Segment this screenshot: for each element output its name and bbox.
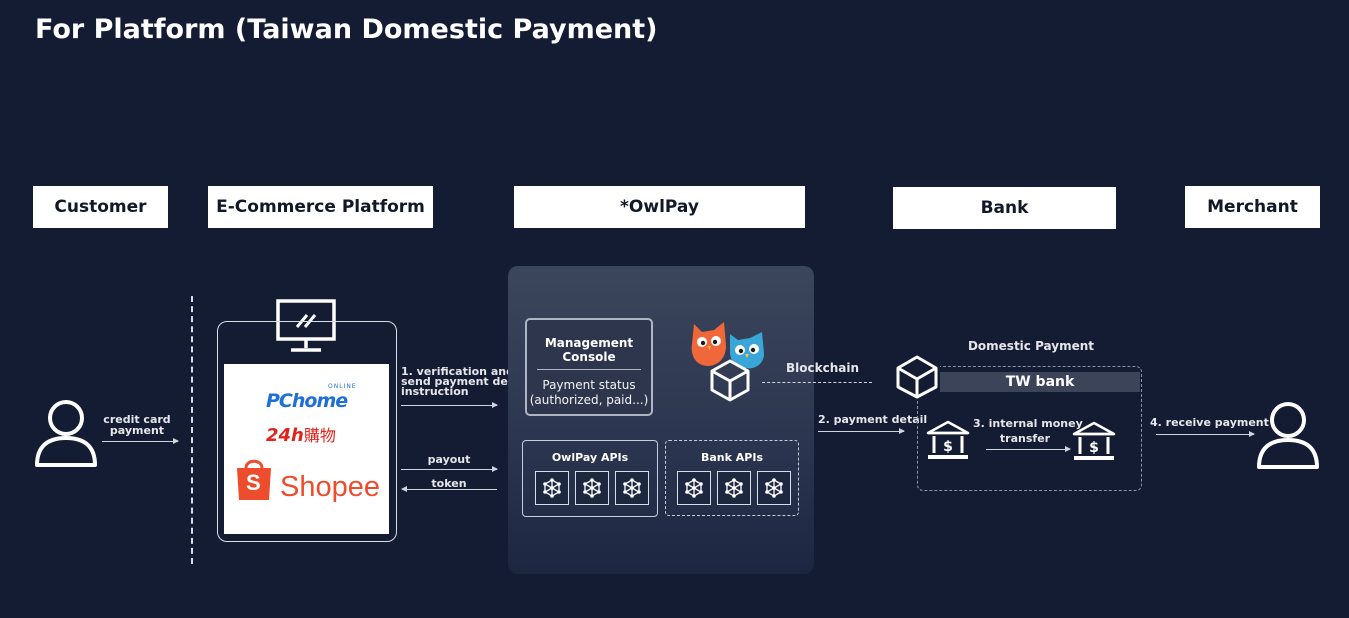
bank-apis-box: Bank APIs xyxy=(665,440,799,516)
bank-apis-title: Bank APIs xyxy=(701,451,763,464)
owlpay-apis-title: OwlPay APIs xyxy=(551,451,629,464)
api-node-icon xyxy=(677,471,711,505)
verification-line3: instruction xyxy=(401,385,469,398)
tw-bank-container xyxy=(917,366,1142,491)
column-header-bank: Bank xyxy=(893,187,1116,229)
pchome-online-text: ONLINE xyxy=(328,383,357,390)
credit-card-arrow xyxy=(102,438,179,444)
bank-building-icon: $ xyxy=(926,420,970,462)
owlpay-apis-box: OwlPay APIs xyxy=(522,440,658,517)
blockchain-label: Blockchain xyxy=(786,361,860,375)
api-node-icon xyxy=(575,471,609,505)
receive-payment-arrow xyxy=(1156,431,1255,437)
tw-bank-bar: TW bank xyxy=(940,372,1140,392)
pchome-text: PChome xyxy=(266,390,348,412)
internal-transfer-line1: 3. internal money xyxy=(973,417,1083,430)
column-header-ecommerce: E-Commerce Platform xyxy=(208,186,433,228)
customer-divider xyxy=(191,296,193,564)
pchome-logo: ONLINE PChome xyxy=(266,383,356,412)
ecommerce-screen: ONLINE PChome 24h購物 S Shopee xyxy=(224,364,389,534)
payout-arrow xyxy=(401,466,498,472)
owl-mascots-icon xyxy=(688,318,770,370)
api-node-icon xyxy=(535,471,569,505)
column-header-customer: Customer xyxy=(33,186,168,228)
ecommerce-device-frame xyxy=(217,321,397,542)
api-node-icon xyxy=(615,471,649,505)
api-node-icon xyxy=(757,471,791,505)
blockchain-dashed-line xyxy=(762,382,872,383)
24h-text: 24h xyxy=(266,425,304,446)
column-header-owlpay: *OwlPay xyxy=(514,186,805,228)
24h-logo: 24h購物 xyxy=(266,422,336,446)
payment-detail-arrow xyxy=(818,428,905,434)
credit-card-label: credit card payment xyxy=(100,414,174,436)
verification-line2: send payment detail/ xyxy=(401,375,533,388)
token-label: token xyxy=(431,477,467,490)
shopee-text: Shopee xyxy=(280,471,380,503)
svg-text:$: $ xyxy=(1089,440,1099,456)
mgmt-title: Management Console xyxy=(527,336,651,364)
management-console: Management Console Payment status (autho… xyxy=(525,318,653,416)
api-node-icon xyxy=(717,471,751,505)
verification-line1: 1. verification and xyxy=(401,365,514,378)
verification-arrow xyxy=(401,402,498,408)
token-arrow xyxy=(401,486,497,492)
receive-payment-label: 4. receive payment xyxy=(1150,416,1269,429)
mgmt-divider xyxy=(537,369,641,370)
mgmt-subtitle: Payment status (authorized, paid...) xyxy=(527,378,651,408)
svg-text:$: $ xyxy=(943,439,953,455)
column-header-merchant: Merchant xyxy=(1185,186,1320,228)
shopee-bag-icon: S xyxy=(234,456,274,502)
shopee-bag-letter: S xyxy=(246,470,261,495)
credit-card-label-line2: payment xyxy=(109,424,165,437)
24h-cjk-text: 購物 xyxy=(303,426,336,445)
owlpay-panel xyxy=(508,266,814,574)
page-title: For Platform (Taiwan Domestic Payment) xyxy=(35,14,658,45)
internal-transfer-arrow xyxy=(986,446,1071,452)
mgmt-title-line2: Console xyxy=(562,350,616,364)
blockchain-cube-icon xyxy=(708,358,752,402)
mgmt-sub-line1: Payment status xyxy=(542,378,636,392)
payout-label: payout xyxy=(427,453,471,466)
mgmt-sub-line2: (authorized, paid...) xyxy=(529,393,649,407)
payment-detail-label: 2. payment detail xyxy=(818,413,928,426)
customer-person-icon xyxy=(33,398,99,468)
mgmt-title-line1: Management xyxy=(544,336,634,350)
verification-label: 1. verification and send payment detail/… xyxy=(401,365,533,398)
merchant-person-icon xyxy=(1255,400,1321,470)
credit-card-label-line1: credit card xyxy=(103,413,171,426)
bank-cube-icon xyxy=(894,354,940,400)
internal-transfer-line2: transfer xyxy=(999,432,1051,445)
bank-building-icon-2: $ xyxy=(1072,421,1116,463)
domestic-payment-label: Domestic Payment xyxy=(967,339,1095,353)
internal-transfer-label: 3. internal money transfer xyxy=(973,417,1083,445)
